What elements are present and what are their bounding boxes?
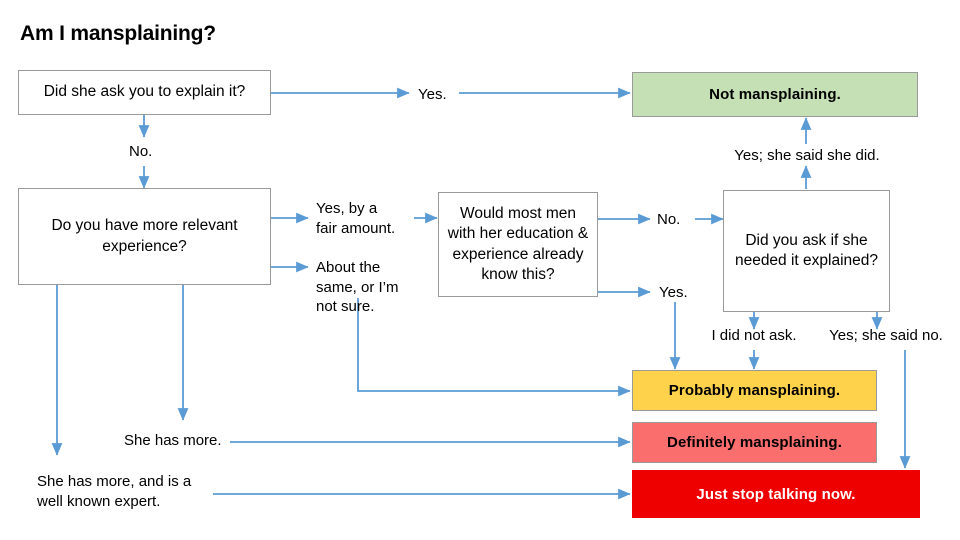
edge-label-q1-yes: Yes.: [418, 86, 447, 103]
edge-label-q2-about-the-same: About the same, or I’m not sure.: [316, 259, 399, 315]
question-box-more-experience-label: Do you have more relevant experience?: [51, 217, 238, 255]
outcome-probably-mansplaining[interactable]: Probably mansplaining.: [632, 370, 877, 411]
outcome-just-stop-talking-label: Just stop talking now.: [696, 485, 856, 503]
question-box-would-most-men-label: Would most men with her education & expe…: [447, 204, 589, 283]
page-title: Am I mansplaining?: [20, 22, 216, 45]
question-box-did-you-ask[interactable]: Did you ask if she needed it explained?: [723, 190, 890, 312]
edge-label-yes-she-said-no: Yes; she said no.: [829, 327, 943, 344]
outcome-probably-mansplaining-label: Probably mansplaining.: [668, 382, 841, 399]
question-box-would-most-men[interactable]: Would most men with her education & expe…: [438, 192, 598, 297]
outcome-not-mansplaining[interactable]: Not mansplaining.: [632, 72, 918, 117]
edge-label-q2-yes-fair-amount: Yes, by a fair amount.: [316, 200, 396, 237]
question-box-more-experience[interactable]: Do you have more relevant experience?: [18, 188, 271, 285]
question-box-did-she-ask-label: Did she ask you to explain it?: [43, 83, 246, 101]
edge-label-yes-she-said-she-did: Yes; she said she did.: [734, 147, 880, 164]
edge-label-she-has-more: She has more.: [124, 432, 222, 449]
edge-same-to-probably: [357, 298, 631, 397]
outcome-not-mansplaining-label: Not mansplaining.: [709, 86, 841, 103]
edge-label-q1-no: No.: [129, 143, 153, 160]
edge-label-she-has-more-expert: She has more, and is a well known expert…: [37, 473, 192, 510]
edge-label-q3-no: No.: [657, 211, 681, 228]
outcome-definitely-mansplaining-label: Definitely mansplaining.: [667, 434, 842, 451]
edge-label-q3-yes: Yes.: [659, 284, 688, 301]
outcome-just-stop-talking[interactable]: Just stop talking now.: [632, 470, 920, 518]
outcome-definitely-mansplaining[interactable]: Definitely mansplaining.: [632, 422, 877, 463]
question-box-did-you-ask-label: Did you ask if she needed it explained?: [734, 231, 879, 269]
question-box-did-she-ask[interactable]: Did she ask you to explain it?: [18, 70, 271, 115]
edge-label-i-did-not-ask: I did not ask.: [711, 327, 797, 344]
